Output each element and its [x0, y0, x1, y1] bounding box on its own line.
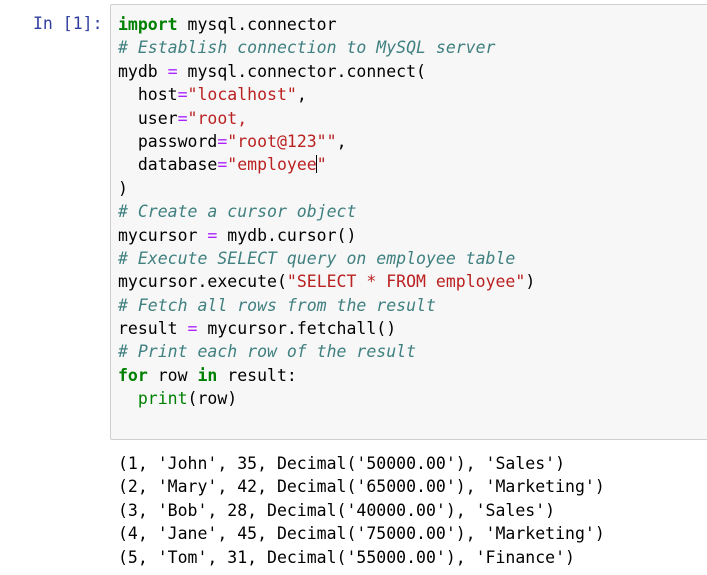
code-line-11: # Execute SELECT query on employee table — [118, 247, 535, 270]
assign-operator: = — [167, 61, 178, 81]
password-arg: password — [118, 131, 218, 151]
database-assign: = — [217, 155, 228, 175]
comment-fetch-rows: # Fetch all rows from the result — [118, 295, 436, 315]
host-assign: = — [177, 85, 188, 105]
connect-call: mysql.connector.connect( — [177, 61, 426, 81]
close-paren: ) — [118, 178, 128, 198]
output-line: (4, 'Jane', 45, Decimal('75000.00'), 'Ma… — [118, 524, 605, 544]
user-assign: = — [177, 108, 188, 128]
host-value: "localhost" — [187, 85, 297, 105]
code-line-16: for row in result: — [118, 364, 535, 387]
mydb-variable: mydb — [118, 61, 168, 81]
comment-execute-select: # Execute SELECT query on employee table — [118, 248, 516, 268]
for-keyword: for — [118, 365, 148, 385]
code-line-5: user="root, — [118, 107, 535, 130]
mycursor-variable: mycursor — [118, 225, 208, 245]
code-cell-editor[interactable]: import mysql.connector# Establish connec… — [110, 4, 707, 440]
code-line-2: # Establish connection to MySQL server — [118, 36, 535, 59]
result-variable: result — [118, 319, 188, 339]
cursor-assign: = — [207, 225, 218, 245]
cursor-call: mydb.cursor() — [217, 225, 357, 245]
code-line-1: import mysql.connector — [118, 13, 535, 36]
output-line: (1, 'John', 35, Decimal('50000.00'), 'Sa… — [118, 454, 566, 473]
comment-create-cursor: # Create a cursor object — [118, 202, 357, 222]
cell-output: (1, 'John', 35, Decimal('50000.00'), 'Sa… — [118, 452, 605, 569]
code-line-6: password="root@123"", — [118, 130, 535, 153]
password-comma: , — [336, 131, 347, 151]
loop-iterable: result: — [217, 365, 297, 385]
code-line-7: database="employee" — [118, 153, 535, 176]
output-line: (5, 'Tom', 31, Decimal('55000.00'), 'Fin… — [118, 547, 575, 567]
code-line-15: # Print each row of the result — [118, 340, 535, 363]
code-line-3: mydb = mysql.connector.connect( — [118, 60, 535, 83]
code-line-14: result = mycursor.fetchall() — [118, 317, 535, 340]
database-arg: database — [118, 155, 218, 175]
loop-variable: row — [147, 365, 198, 385]
sql-query-string: "SELECT * FROM employee" — [286, 272, 526, 292]
password-value: "root@123"" — [227, 131, 337, 151]
execute-call: mycursor.execute( — [118, 272, 287, 292]
database-value: "employee — [227, 155, 317, 175]
comment-establish-connection: # Establish connection to MySQL server — [118, 38, 496, 58]
user-arg: user — [118, 108, 178, 128]
print-builtin: print — [137, 389, 188, 409]
database-value-end: " — [316, 155, 327, 175]
host-arg: host — [118, 85, 178, 105]
import-keyword: import — [118, 15, 178, 34]
input-prompt: In [1]: — [33, 14, 103, 33]
code-line-8: ) — [118, 177, 535, 200]
comment-print-rows: # Print each row of the result — [118, 342, 417, 362]
output-line: (3, 'Bob', 28, Decimal('40000.00'), 'Sal… — [118, 500, 556, 520]
print-args: (row) — [187, 389, 238, 409]
code-line-12: mycursor.execute("SELECT * FROM employee… — [118, 270, 535, 293]
execute-close-paren: ) — [525, 272, 536, 292]
password-assign: = — [217, 131, 228, 151]
user-value: "root, — [187, 108, 248, 128]
result-assign: = — [187, 319, 198, 339]
output-line: (2, 'Mary', 42, Decimal('65000.00'), 'Ma… — [118, 477, 605, 497]
code-line-10: mycursor = mydb.cursor() — [118, 224, 535, 247]
in-keyword: in — [197, 365, 218, 385]
host-comma: , — [296, 85, 307, 105]
fetchall-call: mycursor.fetchall() — [197, 319, 397, 339]
code-line-17: print(row) — [118, 387, 535, 410]
code-editor-text[interactable]: import mysql.connector# Establish connec… — [118, 13, 535, 411]
code-line-9: # Create a cursor object — [118, 200, 535, 223]
indent — [118, 389, 138, 408]
code-line-4: host="localhost", — [118, 83, 535, 106]
import-module: mysql.connector — [177, 15, 337, 34]
code-line-13: # Fetch all rows from the result — [118, 294, 535, 317]
text-cursor — [316, 155, 318, 174]
